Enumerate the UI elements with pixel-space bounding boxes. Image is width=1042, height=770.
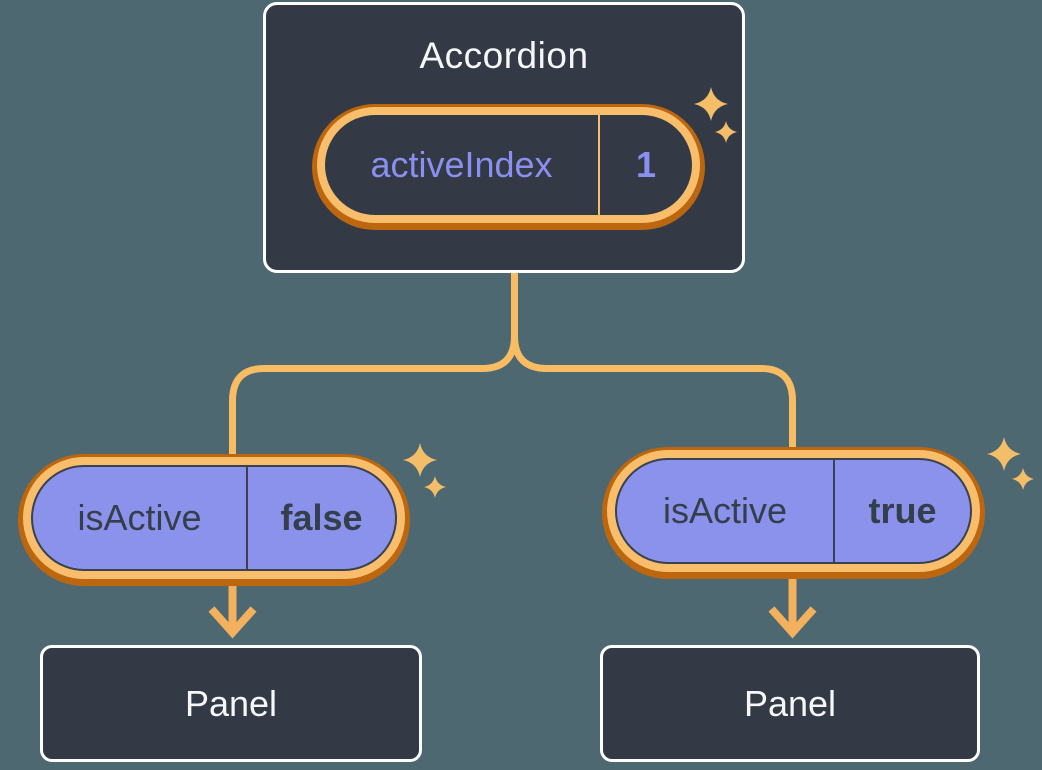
arrow-down-icon xyxy=(768,579,817,639)
connector-left-branch xyxy=(229,271,518,456)
prop-pill-label: isActive xyxy=(662,490,788,531)
prop-pill-value-cell: true xyxy=(835,460,970,562)
panel-label: Panel xyxy=(743,682,837,724)
state-pill-label: activeIndex xyxy=(370,144,553,185)
prop-pill-label: isActive xyxy=(77,497,202,538)
panel-card-right: Panel xyxy=(600,645,980,762)
prop-pill-value: false xyxy=(280,497,363,538)
accordion-title: Accordion xyxy=(419,35,589,76)
prop-pill-right: isActive true xyxy=(615,458,972,564)
connector-right-branch xyxy=(511,271,796,450)
state-pill-name-cell: activeIndex xyxy=(325,115,600,215)
panel-card-left: Panel xyxy=(40,645,422,762)
prop-pill-name-cell: isActive xyxy=(33,467,248,569)
panel-label: Panel xyxy=(184,682,278,724)
prop-pill-name-cell: isActive xyxy=(617,460,835,562)
arrow-down-icon xyxy=(208,586,257,639)
prop-pill-left: isActive false xyxy=(31,465,397,571)
state-pill-value: 1 xyxy=(635,144,657,185)
prop-pill-value-cell: false xyxy=(248,467,395,569)
prop-pill-value: true xyxy=(868,490,937,531)
state-pill-value-cell: 1 xyxy=(600,115,692,215)
state-pill: activeIndex 1 xyxy=(325,115,692,215)
